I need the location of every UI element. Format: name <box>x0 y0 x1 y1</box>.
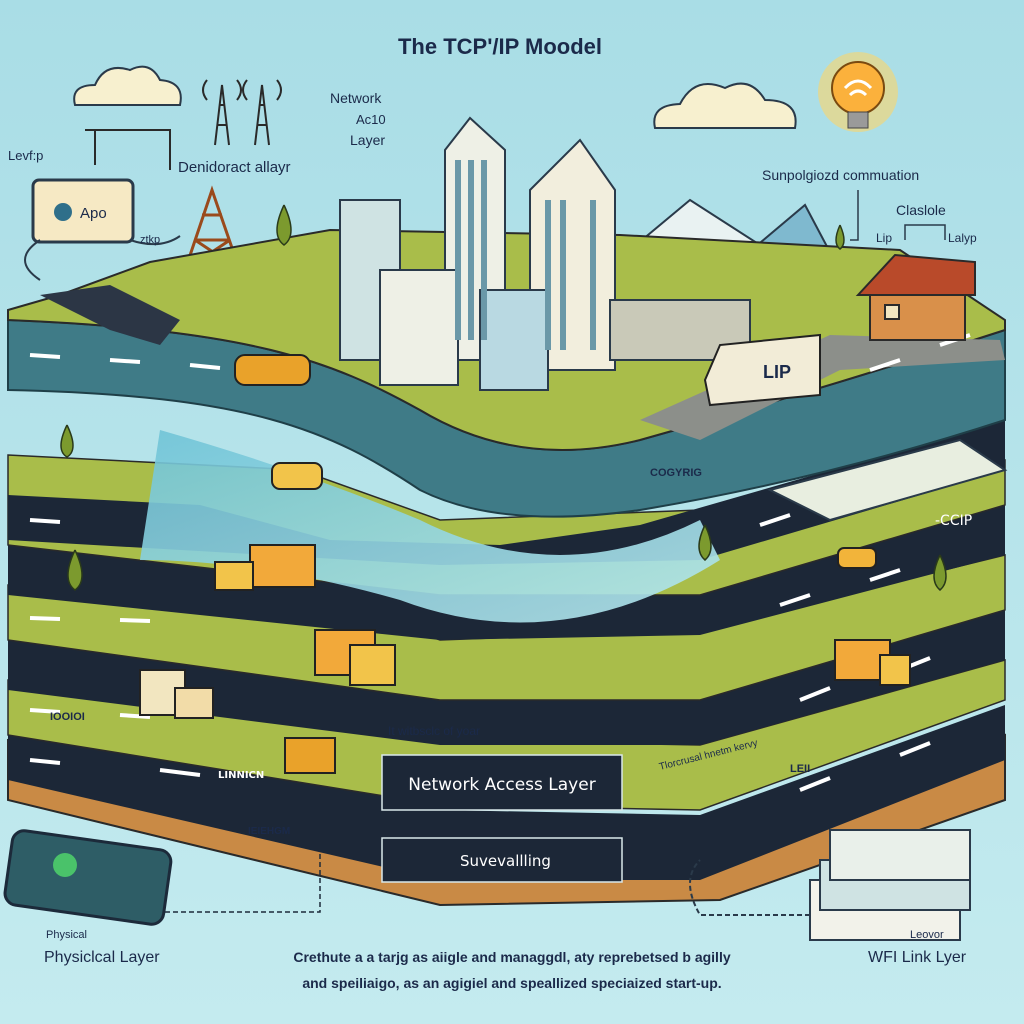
label-physical-layer: Physiclcal Layer <box>44 949 160 966</box>
van-icon: LIP <box>703 333 821 407</box>
city-buildings <box>339 116 751 391</box>
caption-line-1: Crethute a a tarjg as aiigle and managgd… <box>293 949 730 965</box>
tablet-stack-icon <box>689 829 971 941</box>
label-wifi-link-layer: WFI Link Lyer <box>868 949 967 966</box>
car-icon <box>234 354 311 386</box>
road-layer-5 <box>8 705 1005 880</box>
network-access-banner: Network Access Layer <box>381 754 623 811</box>
lightbulb-icon <box>818 52 898 132</box>
box-truck-icon <box>139 669 214 719</box>
diagonal-sign: LEII <box>790 763 810 775</box>
label-physical-small: Physical <box>46 929 87 941</box>
chat-icon <box>53 853 77 877</box>
sign-ieiehgm: IEIEHGM <box>248 826 290 837</box>
sign-linnicn: LINNICN <box>218 770 264 781</box>
label-tower: Denidoract allayr <box>178 159 291 176</box>
tree-icons <box>60 204 947 591</box>
label-network-acio: Ac10 <box>356 112 386 127</box>
car-icon <box>271 462 323 490</box>
page-title: The TCP'/IP Moodel <box>398 34 602 59</box>
label-ztkp: ztkp <box>140 234 160 246</box>
truck-icon <box>834 639 911 686</box>
label-leovor: Leovor <box>910 929 944 941</box>
sign-ioioi: IOOIOI <box>50 711 85 723</box>
label-supported: Sunpolgiozd commuation <box>762 167 919 183</box>
monitor-app-icon: Apo <box>24 178 181 281</box>
map-icon <box>767 438 1008 522</box>
label-claslole: Claslole <box>896 202 946 218</box>
caption-line-2: and speiliaigo, as an agigiel and speall… <box>302 975 721 991</box>
cloud-icon <box>73 65 182 106</box>
road-sign-ccip: -CCIP <box>935 513 972 529</box>
forklift-icon <box>284 737 336 774</box>
monitor-app-label: Apo <box>80 205 107 222</box>
smartphone-icon <box>3 829 321 926</box>
road-sign-cogyrig: COGYRIG <box>650 467 702 479</box>
car-icon <box>837 547 877 569</box>
grey-road <box>640 335 1005 440</box>
van-label: LIP <box>763 362 791 382</box>
network-access-label: Network Access Layer <box>408 775 595 795</box>
label-network: Network <box>330 90 382 106</box>
field-text: It witbsclc of yoar <box>388 724 480 738</box>
lane-markings <box>29 333 971 792</box>
label-lip: Lip <box>876 231 892 245</box>
radio-tower-icon <box>85 79 282 170</box>
label-levfp: Levf:p <box>8 148 43 163</box>
truck-icon <box>214 544 316 591</box>
label-network-layer: Layer <box>350 132 385 148</box>
cloud-icon <box>653 82 797 129</box>
truck-icon <box>314 629 396 686</box>
surveilling-banner: Suvevallling <box>381 837 623 883</box>
house-icon <box>855 253 976 341</box>
surveilling-label: Suvevallling <box>460 852 551 870</box>
label-lalyp: Lalyp <box>948 231 977 245</box>
road-layer-4 <box>8 605 1005 745</box>
small-road <box>40 285 180 345</box>
road-layer-3 <box>8 500 1005 640</box>
